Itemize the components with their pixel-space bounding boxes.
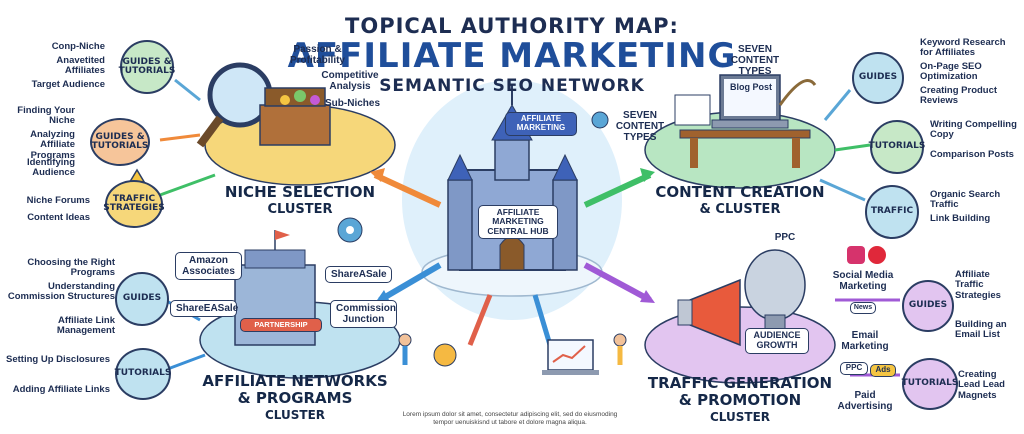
content-types-top: SEVEN CONTENT TYPES: [725, 44, 785, 77]
building-icon: [235, 265, 315, 345]
social-media-label: Social Media Marketing: [828, 270, 898, 292]
ppc-label: PPC: [770, 232, 800, 243]
hub-flag: AFFILIATE MARKETING: [505, 112, 577, 136]
title-line-1: TOPICAL AUTHORITY MAP:: [0, 14, 1024, 38]
traffic-title: TRAFFIC GENERATION: [640, 376, 840, 392]
ppc-box: PPC: [840, 362, 868, 375]
treasure-chest-icon: [260, 105, 330, 145]
satellite-dish-icon: [745, 250, 805, 320]
footer-line-2: tempor uenuiskisnd ut tabore et dolore m…: [360, 419, 660, 427]
network-tag-shareeasale: ShareEASale: [170, 300, 237, 317]
desk: [680, 130, 810, 138]
niche-guides-bubble[interactable]: GUIDES & TUTORIALS: [120, 40, 174, 94]
niche-label-competitive: Competitive Analysis: [320, 70, 380, 92]
traffic-subtitle: CLUSTER: [640, 411, 840, 424]
networks-tutorials-bubble[interactable]: TUTORIALS: [115, 348, 171, 400]
networks-title: AFFILIATE NETWORKS: [195, 374, 395, 390]
niche-subtitle: CLUSTER: [205, 203, 395, 217]
paid-advertising-label: Paid Advertising: [835, 390, 895, 412]
person-icon: [614, 334, 626, 346]
networks-item: Understanding Commission Structures: [5, 282, 115, 303]
network-tag-shareasale: ShareASale: [325, 266, 392, 283]
niche-item: Content Ideas: [5, 213, 90, 223]
content-item: On-Page SEO Optimization: [920, 62, 1020, 83]
instagram-icon: [847, 246, 865, 264]
analytics-laptop-icon: [548, 340, 593, 370]
traffic-title-2: & PROMOTION: [640, 393, 840, 409]
niche-item: Conp-Niche: [25, 42, 105, 52]
networks-item: Adding Affiliate Links: [5, 385, 110, 395]
content-item: Organic Search Traffic: [930, 190, 1020, 211]
blog-post-label: Blog Post: [726, 83, 776, 93]
network-tag-cj: Commission Junction: [330, 300, 397, 328]
niche-traffic-bubble[interactable]: TRAFFIC STRATEGIES: [105, 180, 163, 228]
content-item: Writing Compelling Copy: [930, 120, 1020, 141]
networks-title-2: & PROGRAMS: [195, 391, 395, 407]
niche-item: Anavetited Affiliates: [25, 56, 105, 77]
niche-item: Identifying Audience: [5, 158, 75, 179]
person-icon: [399, 334, 411, 346]
content-subtitle: & CLUSTER: [640, 203, 840, 217]
traffic-item: Creating Lead Lead Magnets: [958, 370, 1020, 401]
content-tutorials-bubble[interactable]: TUTORIALS: [870, 120, 924, 174]
traffic-guides-bubble[interactable]: GUIDES: [902, 280, 954, 332]
traffic-item: Affiliate Traffic Strategies: [955, 270, 1020, 301]
niche-item: Finding Your Niche: [5, 106, 75, 127]
pinterest-icon: [868, 246, 886, 264]
ads-box: Ads: [870, 364, 896, 377]
niche-item: Niche Forums: [5, 196, 90, 206]
niche-label-subniches: Sub-Niches: [325, 98, 380, 109]
content-item: Link Building: [930, 214, 1020, 224]
content-traffic-bubble[interactable]: TRAFFIC: [865, 185, 919, 239]
partnership-sign: PARTNERSHIP: [240, 318, 322, 332]
arrow-to-traffic: [585, 265, 650, 300]
networks-guides-bubble[interactable]: GUIDES: [115, 272, 169, 326]
niche-title: NICHE SELECTION: [205, 185, 395, 201]
networks-item: Choosing the Right Programs: [5, 258, 115, 279]
gear-icon: [592, 112, 608, 128]
email-marketing-label: Email Marketing: [835, 330, 895, 352]
traffic-tutorials-bubble[interactable]: TUTORIALS: [902, 358, 958, 410]
niche-item: Target Audience: [25, 80, 105, 90]
content-title: CONTENT CREATION: [640, 185, 840, 201]
content-item: Keyword Research for Affiliates: [920, 38, 1020, 59]
paper-stack-icon: [675, 95, 710, 125]
content-guides-bubble[interactable]: GUIDES: [852, 52, 904, 104]
footer-line-1: Lorem ipsum dolor sit amet, consectetur …: [360, 411, 660, 419]
content-item: Comparison Posts: [930, 150, 1020, 160]
gear-icon: [434, 344, 456, 366]
niche-label-passion: Passion & Profitability: [280, 44, 355, 66]
niche-tutorials-bubble[interactable]: GUIDES & TUTORIALS: [90, 118, 150, 166]
traffic-item: Building an Email List: [955, 320, 1020, 341]
content-types-left: SEVEN CONTENT TYPES: [610, 110, 670, 143]
networks-item: Affiliate Link Management: [5, 316, 115, 337]
content-item: Creating Product Reviews: [920, 86, 1020, 107]
networks-item: Setting Up Disclosures: [5, 355, 110, 365]
footer-text: Lorem ipsum dolor sit amet, consectetur …: [360, 411, 660, 427]
network-tag-amazon: Amazon Associates: [175, 252, 242, 280]
hub-label: AFFILIATE MARKETING CENTRAL HUB: [478, 205, 558, 239]
news-box: News: [850, 302, 876, 314]
audience-growth-tag: AUDIENCE GROWTH: [745, 328, 809, 354]
